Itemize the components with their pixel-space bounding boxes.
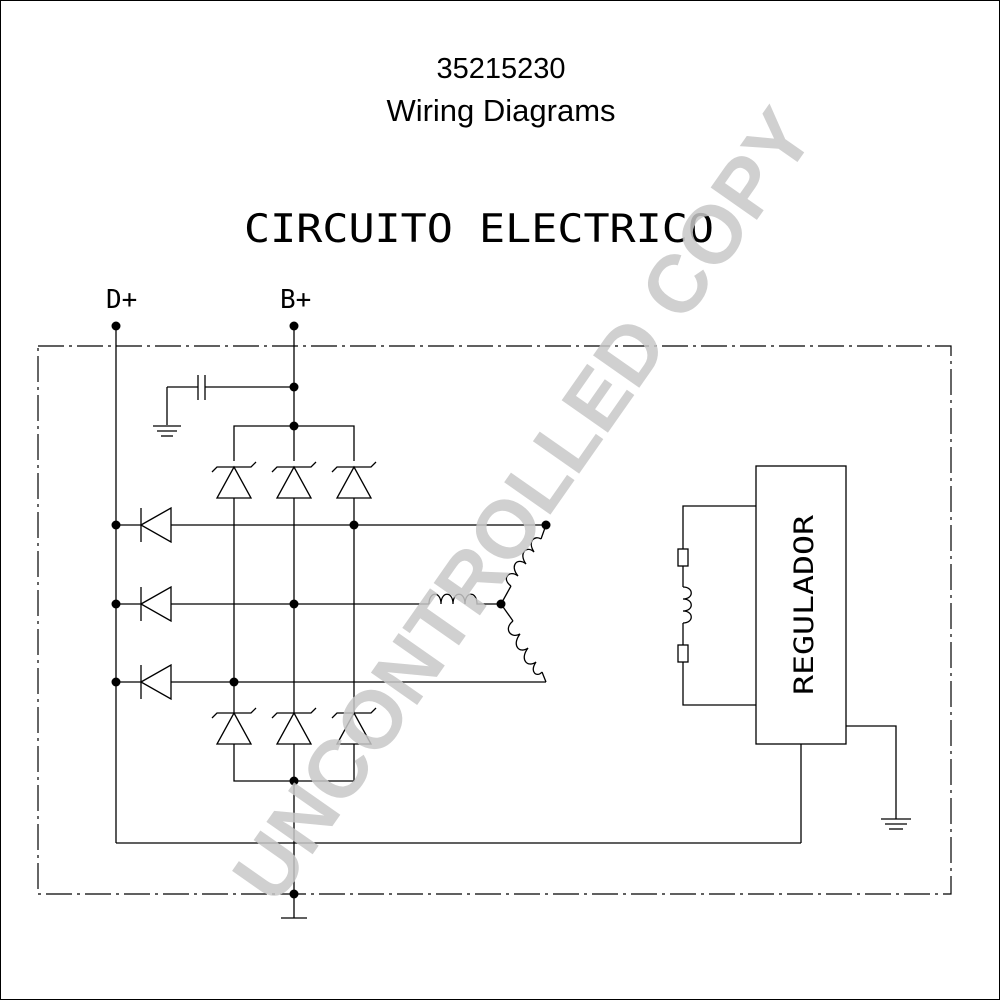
- terminal-d-plus: [111, 321, 121, 331]
- regulator-box: [755, 465, 847, 745]
- zener-diode-negative-1: [211, 707, 257, 745]
- regulator-ground: [846, 725, 911, 830]
- stator-winding-phase-1: [428, 593, 501, 605]
- star-point: [496, 599, 506, 609]
- ground-symbol-capacitor: [153, 425, 181, 437]
- terminal-d-plus-label: D+: [106, 285, 137, 315]
- circuit-heading: CIRCUITO ELECTRICO: [244, 207, 714, 252]
- ground-line: [281, 744, 307, 919]
- brush-top: [677, 548, 689, 567]
- stator-windings: [428, 524, 547, 683]
- alternator-enclosure: [37, 345, 952, 895]
- d-plus-line: [111, 321, 802, 844]
- capacitor: [166, 375, 294, 425]
- brush-bottom: [677, 644, 689, 663]
- regulator: REGULADOR: [755, 465, 847, 745]
- zener-diode-positive-1: [211, 461, 257, 684]
- exciter-diode-2: [111, 585, 172, 623]
- exciter-diodes: [111, 506, 172, 701]
- exciter-diode-1: [111, 506, 172, 544]
- part-number: 35215230: [436, 53, 566, 85]
- sheet-title: Wiring Diagrams: [386, 93, 616, 128]
- terminal-b-plus-label: B+: [280, 285, 311, 315]
- b-plus-line: [289, 321, 299, 431]
- zener-diode-positive-2: [271, 461, 317, 713]
- terminal-b-plus: [289, 321, 299, 331]
- exciter-diode-3: [111, 663, 172, 701]
- zener-diode-positive-3: [331, 461, 377, 713]
- rotor-field-winding: [677, 505, 756, 706]
- regulator-label: REGULADOR: [789, 514, 820, 695]
- stator-winding-phase-3: [500, 603, 547, 683]
- phase-lines: [171, 520, 551, 687]
